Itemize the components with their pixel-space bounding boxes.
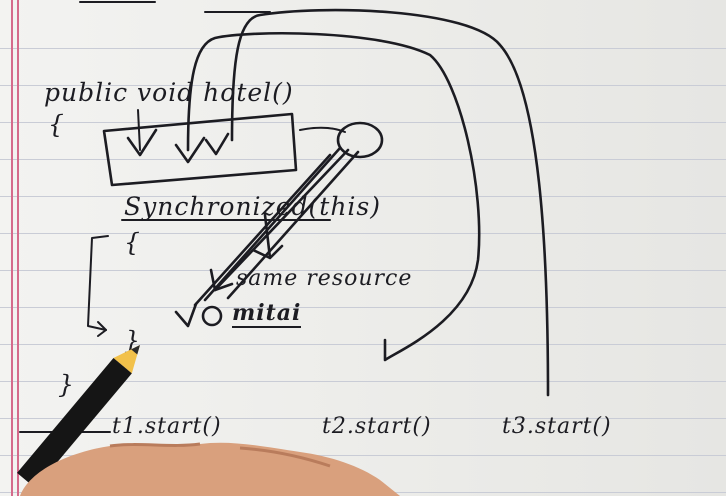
thread-call-2: t2.start() bbox=[322, 414, 432, 439]
resource-check-mark bbox=[174, 302, 198, 328]
method-signature: public void hotel() bbox=[44, 78, 294, 107]
sync-bracket bbox=[87, 235, 109, 331]
margin-line bbox=[11, 0, 13, 496]
pencil-lead bbox=[131, 345, 140, 355]
arrow-to-resource-3 bbox=[251, 213, 284, 260]
queue-link bbox=[299, 126, 346, 133]
check-mark-1 bbox=[126, 128, 158, 157]
synchronized-block: Synchronized(this) bbox=[124, 192, 382, 221]
hand-knuckle-line bbox=[109, 442, 201, 448]
hand-skin bbox=[20, 442, 400, 496]
thread-call-1: t1.start() bbox=[112, 414, 222, 439]
hand-finger-line bbox=[239, 446, 331, 468]
t3-path-arrow bbox=[230, 8, 550, 397]
check-mark-3 bbox=[204, 132, 230, 156]
smiley-icon bbox=[201, 305, 223, 327]
t1-entry-line bbox=[137, 109, 141, 151]
block-open-brace: { bbox=[124, 228, 141, 257]
thread-call-3: t3.start() bbox=[502, 414, 612, 439]
pencil-tip bbox=[113, 345, 140, 374]
pencil-body bbox=[17, 357, 132, 489]
waiting-thread-circle bbox=[336, 121, 384, 159]
arrow-to-resource-2 bbox=[193, 146, 342, 307]
margin-line bbox=[17, 0, 19, 496]
method-close-brace: } bbox=[58, 370, 75, 399]
resource-name: mitai bbox=[232, 300, 302, 328]
top-cropped-strokes bbox=[79, 1, 271, 13]
bracket-arrowhead bbox=[97, 321, 107, 337]
t2-path-arrow bbox=[186, 31, 481, 362]
check-mark-2 bbox=[174, 136, 206, 164]
thread-slot-box bbox=[102, 112, 298, 187]
same-resource-label: same resource bbox=[236, 266, 413, 291]
arrowhead-1 bbox=[209, 268, 234, 292]
open-brace: { bbox=[48, 110, 65, 139]
